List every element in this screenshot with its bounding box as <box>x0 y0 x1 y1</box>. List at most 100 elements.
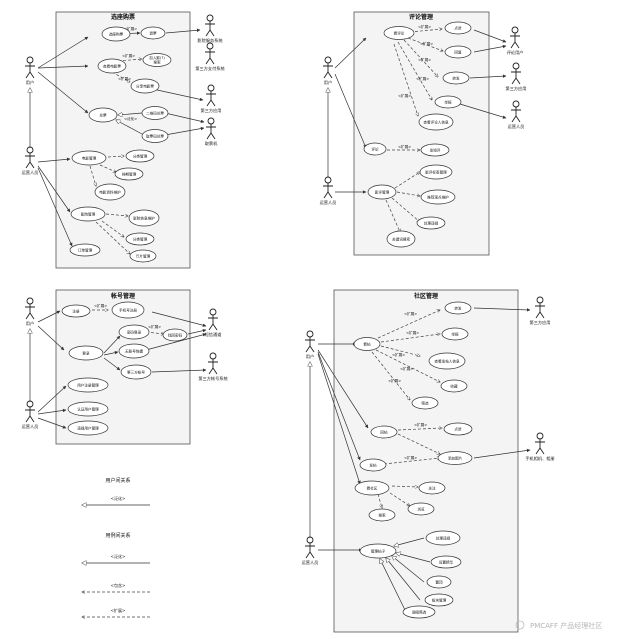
usecase-ellipse <box>67 401 109 417</box>
usecase-d-collect: 收藏 <box>440 379 468 393</box>
connectors-community <box>317 307 531 613</box>
usecase-b-forward: 转发 <box>442 71 470 85</box>
stereo-label: <扩展> <box>414 422 427 427</box>
usecase-d-filter: 筛选 <box>411 396 439 410</box>
stereo-label: <扩展> <box>404 311 417 316</box>
usecase-label: 看社区 <box>367 485 378 490</box>
usecase-b-view-person: 查看评论人信息 <box>418 113 454 131</box>
usecase-ellipse <box>68 345 104 361</box>
usecase-d-section: 板块管理 <box>424 593 454 607</box>
svg-text:第三方支付系统: 第三方支付系统 <box>195 65 224 72</box>
actor-pay-sys: 第三方支付系统 <box>195 42 225 72</box>
connectors-account <box>37 310 207 429</box>
usecase-c-dis: 违规用户管理 <box>67 420 109 436</box>
usecase-label: 处理违规 <box>436 535 451 540</box>
svg-text:用户: 用户 <box>306 353 314 360</box>
actor-commenter: 评论用户 <box>507 26 524 56</box>
usecase-ellipse <box>101 26 131 42</box>
usecase-label: 分类管理 <box>133 153 148 158</box>
stereo-label: <泛化> <box>124 116 137 121</box>
stereo-label: <扩展> <box>388 378 401 383</box>
usecase-ellipse <box>125 149 155 163</box>
svg-text:手机相机、相册: 手机相机、相册 <box>525 455 554 462</box>
usecase-a-data-maint: 电影资料维护 <box>94 183 126 201</box>
actor-ops-account: 运营人员 <box>22 400 38 430</box>
package-community-title: 社区管理 <box>413 292 438 300</box>
package-ticket <box>55 11 191 269</box>
usecase-ellipse <box>420 143 450 157</box>
actor-phone-album: 手机相机、相册 <box>525 432 555 462</box>
usecase-a-tmp: 加入影(?)搜索 <box>142 53 172 67</box>
usecase-ellipse <box>162 328 188 342</box>
usecase-ellipse <box>418 481 446 495</box>
svg-text:用户: 用户 <box>26 320 34 327</box>
usecase-label: 厅片管理 <box>136 253 151 258</box>
usecase-d-browse: 浏览 <box>407 502 435 516</box>
usecase-a-cert: 取票码兑票 <box>141 129 169 143</box>
usecase-ellipse <box>118 324 150 340</box>
usecase-d-top: 设置精华 <box>430 555 462 569</box>
stereo-label: <扩展> <box>398 93 411 98</box>
usecase-label: 关注 <box>428 485 436 490</box>
usecase-ellipse <box>411 396 439 410</box>
actor-sms: 短信通道 <box>205 308 223 338</box>
usecase-ellipse <box>440 379 468 393</box>
svg-text:影院服务系统: 影院服务系统 <box>197 37 222 44</box>
actor-user-comment: 用户 <box>323 56 333 86</box>
usecase-label: 板块管理 <box>432 597 447 602</box>
usecase-label: 看评论 <box>394 30 405 35</box>
usecase-label: 手机号注册 <box>119 307 137 312</box>
stereo-label: <扩展> <box>118 76 131 81</box>
watermark: PMCAFF 产品经理社区 <box>515 620 602 630</box>
usecase-a-movie-mgmt: 电影管理 <box>71 150 107 166</box>
actor-user-ticket: 用户 <box>25 56 35 86</box>
package-comment-title: 评论管理 <box>409 13 433 21</box>
stereo-label: <扩展> <box>94 303 107 308</box>
package-ticket-title: 选座购票 <box>111 13 135 21</box>
svg-text:运营人员: 运营人员 <box>508 123 525 130</box>
usecase-label: 评论 <box>371 146 379 151</box>
usecase-label: 二维码兑票 <box>146 110 164 115</box>
usecase-label: 电影资料维护 <box>99 189 121 194</box>
usecase-ellipse <box>424 593 454 607</box>
usecase-ellipse <box>420 189 456 205</box>
actor-cinema-sys: 影院服务系统 <box>197 14 223 44</box>
usecase-label: 登录 <box>82 350 90 355</box>
usecase-ellipse <box>426 575 452 589</box>
usecase-ellipse <box>130 78 160 94</box>
usecase-ellipse <box>425 530 461 546</box>
svg-text:短信通道: 短信通道 <box>205 331 223 338</box>
svg-text:运营人员: 运营人员 <box>22 169 39 176</box>
usecase-d-search: 搜索 <box>368 508 396 522</box>
usecase-a-order-mgmt: 订单管理 <box>69 243 101 257</box>
usecase-ellipse <box>402 605 436 619</box>
svg-text:第三方应用: 第三方应用 <box>201 107 222 114</box>
usecase-label: 举报 <box>451 331 459 336</box>
usecase-ellipse <box>367 184 397 200</box>
usecase-b-process: 处理违规 <box>416 216 446 230</box>
usecase-ellipse <box>444 45 472 59</box>
usecase-ellipse <box>71 150 107 166</box>
usecase-ellipse <box>437 451 473 465</box>
usecase-ellipse <box>142 53 172 67</box>
usecase-label: 查看发帖人信息 <box>434 358 460 363</box>
usecase-b-tag: 影评标签管理 <box>419 164 453 180</box>
actor-third-acct: 第三方帐号系统 <box>198 352 228 382</box>
usecase-a-cinema-mgmt: 影院管理 <box>70 206 106 222</box>
usecase-label: 点赞 <box>454 25 462 30</box>
usecase-ellipse <box>114 167 144 181</box>
usecase-b-mgmt: 影评管理 <box>367 184 397 200</box>
usecase-d-view: 看帖 <box>353 337 381 351</box>
usecase-ellipse <box>419 164 453 180</box>
actor-third-app-comment: 第三方应用 <box>506 62 526 92</box>
svg-text:评论用户: 评论用户 <box>507 49 524 56</box>
svg-text:取票机: 取票机 <box>205 140 218 147</box>
usecase-a-qrcode: 二维码兑票 <box>141 106 169 120</box>
usecase-a-cinema-info: 影院信息维护 <box>128 209 160 227</box>
usecase-label: 兑票 <box>99 112 107 117</box>
usecase-label: 用户注册管理 <box>77 382 99 387</box>
usecase-ellipse <box>418 113 454 131</box>
usecase-label: 筛选 <box>421 400 429 405</box>
usecase-ellipse <box>111 301 145 319</box>
